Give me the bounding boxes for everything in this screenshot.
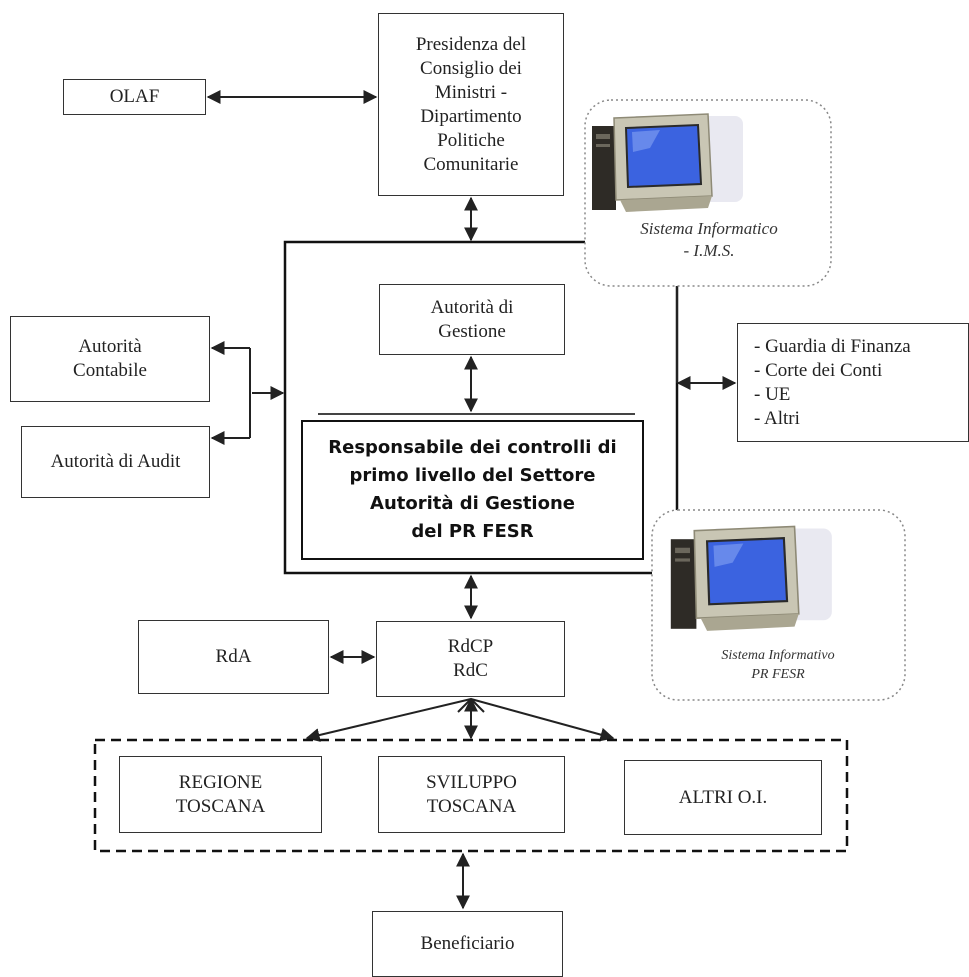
autorita-audit-box: Autorità di Audit bbox=[21, 426, 210, 498]
regione-toscana-label: REGIONE TOSCANA bbox=[175, 771, 266, 817]
olaf-box: OLAF bbox=[63, 79, 206, 115]
controlli-item: - UE bbox=[754, 383, 791, 405]
rdcp-label: RdCP RdC bbox=[447, 636, 494, 681]
rda-label: RdA bbox=[215, 646, 252, 667]
ims-label: Sistema Informatico - I.M.S. bbox=[640, 219, 778, 260]
responsabile-box: Responsabile dei controlli di primo live… bbox=[301, 420, 644, 560]
pr-fesr-label: Sistema Informativo PR FESR bbox=[721, 648, 835, 682]
beneficiario-label: Beneficiario bbox=[420, 933, 515, 954]
sviluppo-toscana-box: SVILUPPO TOSCANA bbox=[378, 756, 565, 833]
arrow-rdcp-regione bbox=[305, 698, 472, 742]
oi-container bbox=[93, 738, 849, 853]
altri-oi-box: ALTRI O.I. bbox=[624, 760, 822, 835]
beneficiario-box: Beneficiario bbox=[372, 911, 563, 977]
controlli-item: - Corte dei Conti bbox=[754, 359, 883, 381]
autorita-gestione-label: Autorità di Gestione bbox=[430, 296, 514, 342]
rda-box: RdA bbox=[138, 620, 329, 694]
autorita-audit-label: Autorità di Audit bbox=[50, 451, 181, 472]
desktop-computer-icon bbox=[670, 525, 832, 631]
desktop-computer-icon bbox=[592, 113, 743, 212]
presidenza-box: Presidenza del Consiglio dei Ministri - … bbox=[378, 13, 564, 196]
responsabile-label: Responsabile dei controlli di primo live… bbox=[328, 437, 617, 542]
autorita-contabile-label: Autorità Contabile bbox=[73, 336, 147, 381]
autorita-gestione-box: Autorità di Gestione bbox=[379, 284, 565, 355]
altri-oi-label: ALTRI O.I. bbox=[678, 786, 768, 808]
sviluppo-toscana-label: SVILUPPO TOSCANA bbox=[426, 771, 517, 817]
presidenza-label: Presidenza del Consiglio dei Ministri - … bbox=[415, 33, 527, 175]
controlli-esterni-box: - Guardia di Finanza - Corte dei Conti -… bbox=[737, 323, 969, 442]
main-frame bbox=[283, 240, 679, 575]
controlli-item: - Altri bbox=[754, 407, 800, 429]
arrow-rdcp-altri bbox=[470, 698, 615, 742]
autorita-contabile-box: Autorità Contabile bbox=[10, 316, 210, 402]
controlli-item: - Guardia di Finanza bbox=[754, 335, 911, 357]
regione-toscana-box: REGIONE TOSCANA bbox=[119, 756, 322, 833]
rdcp-box: RdCP RdC bbox=[376, 621, 565, 697]
olaf-label: OLAF bbox=[109, 86, 160, 107]
controlli-esterni-list: - Guardia di Finanza - Corte dei Conti -… bbox=[754, 335, 911, 431]
